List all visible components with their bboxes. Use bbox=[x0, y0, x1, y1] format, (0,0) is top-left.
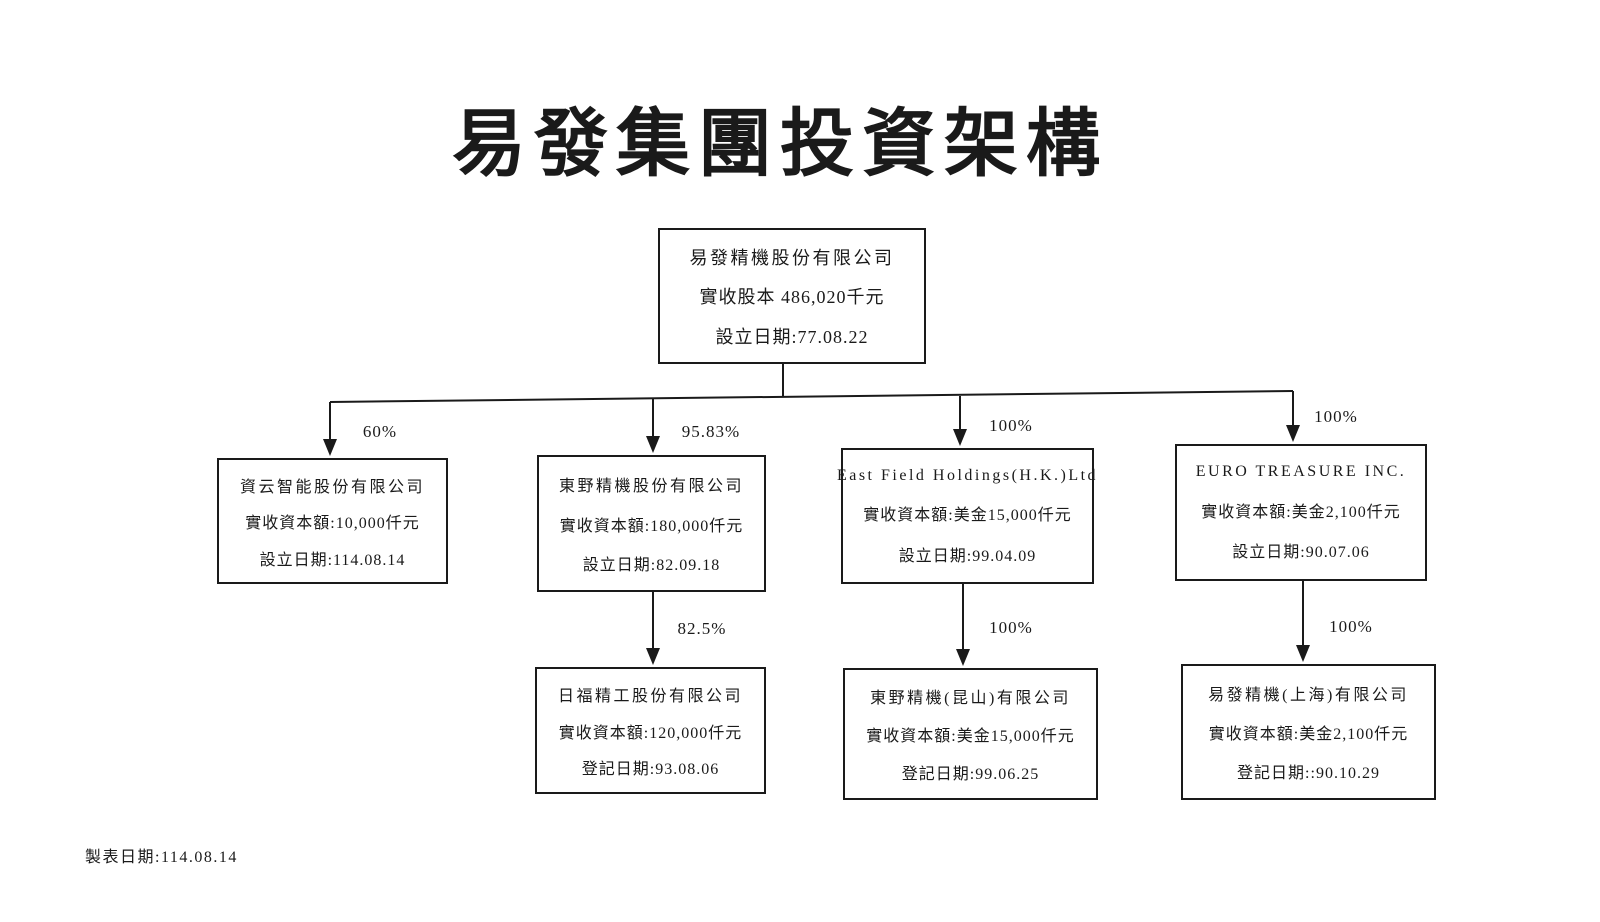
company-date: 設立日期:82.09.18 bbox=[582, 556, 721, 574]
arrowhead-shanghai bbox=[1296, 645, 1310, 662]
company-name: 資云智能股份有限公司 bbox=[239, 478, 425, 496]
page-title: 易發集團投資架構 bbox=[452, 104, 1108, 186]
company-date: 登記日期:93.08.06 bbox=[581, 761, 720, 779]
ownership-label-ziyun: 60% bbox=[362, 422, 398, 441]
company-capital: 實收股本 486,020千元 bbox=[699, 287, 885, 307]
arrowhead-eastfield bbox=[953, 429, 967, 446]
arrowhead-euro bbox=[1286, 425, 1300, 442]
node-yifa-precision: 易發精機股份有限公司 實收股本 486,020千元 設立日期:77.08.22 bbox=[658, 228, 926, 364]
arrowhead-kunshan bbox=[956, 649, 970, 666]
arrowhead-dongye bbox=[646, 436, 660, 453]
company-name: 東野精機股份有限公司 bbox=[558, 478, 744, 496]
ownership-label-eastfield: 100% bbox=[989, 416, 1033, 435]
arrowhead-rifu bbox=[646, 648, 660, 665]
company-capital: 實收資本額:美金2,100仟元 bbox=[1208, 726, 1409, 743]
company-date: 設立日期:99.04.09 bbox=[898, 547, 1037, 565]
company-date: 設立日期:77.08.22 bbox=[715, 326, 869, 347]
node-ziyun: 資云智能股份有限公司 實收資本額:10,000仟元 設立日期:114.08.14 bbox=[217, 458, 448, 584]
ownership-label-euro: 100% bbox=[1314, 407, 1358, 426]
arrowhead-ziyun bbox=[323, 439, 337, 456]
node-dongye-kunshan: 東野精機(昆山)有限公司 實收資本額:美金15,000仟元 登記日期:99.06… bbox=[843, 668, 1098, 800]
connector-horizontal-bus bbox=[329, 390, 1294, 403]
company-capital: 實收資本額:美金15,000仟元 bbox=[866, 728, 1075, 745]
company-date: 登記日期:99.06.25 bbox=[901, 766, 1040, 783]
company-name: 易發精機(上海)有限公司 bbox=[1208, 687, 1409, 704]
company-name: East Field Holdings(H.K.)Ltd bbox=[836, 466, 1099, 484]
node-dongye: 東野精機股份有限公司 實收資本額:180,000仟元 設立日期:82.09.18 bbox=[537, 455, 766, 592]
company-date: 登記日期::90.10.29 bbox=[1237, 765, 1380, 782]
company-capital: 實收資本額:美金2,100仟元 bbox=[1201, 503, 1401, 521]
company-capital: 實收資本額:120,000仟元 bbox=[558, 724, 743, 742]
company-date: 設立日期:90.07.06 bbox=[1232, 544, 1370, 562]
node-eastfield: East Field Holdings(H.K.)Ltd 實收資本額:美金15,… bbox=[837, 448, 1096, 584]
ownership-label-dongye: 95.83% bbox=[681, 422, 741, 441]
company-capital: 實收資本額:10,000仟元 bbox=[245, 515, 420, 532]
company-name: 東野精機(昆山)有限公司 bbox=[870, 690, 1071, 707]
node-euro-treasure: EURO TREASURE INC. 實收資本額:美金2,100仟元 設立日期:… bbox=[1175, 444, 1427, 581]
company-capital: 實收資本額:美金15,000仟元 bbox=[863, 507, 1072, 524]
company-name: 易發精機股份有限公司 bbox=[689, 247, 895, 268]
ownership-label-shanghai: 100% bbox=[1329, 617, 1373, 636]
company-capital: 實收資本額:180,000仟元 bbox=[559, 517, 744, 535]
company-date: 設立日期:114.08.14 bbox=[259, 551, 406, 569]
ownership-label-kunshan: 100% bbox=[989, 618, 1033, 637]
node-rifu: 日福精工股份有限公司 實收資本額:120,000仟元 登記日期:93.08.06 bbox=[535, 667, 766, 794]
company-name: EURO TREASURE INC. bbox=[1195, 462, 1407, 480]
ownership-label-rifu: 82.5% bbox=[677, 619, 727, 638]
company-name: 日福精工股份有限公司 bbox=[557, 687, 743, 705]
node-yifa-shanghai: 易發精機(上海)有限公司 實收資本額:美金2,100仟元 登記日期::90.10… bbox=[1181, 664, 1436, 800]
made-date: 製表日期:114.08.14 bbox=[85, 849, 238, 866]
